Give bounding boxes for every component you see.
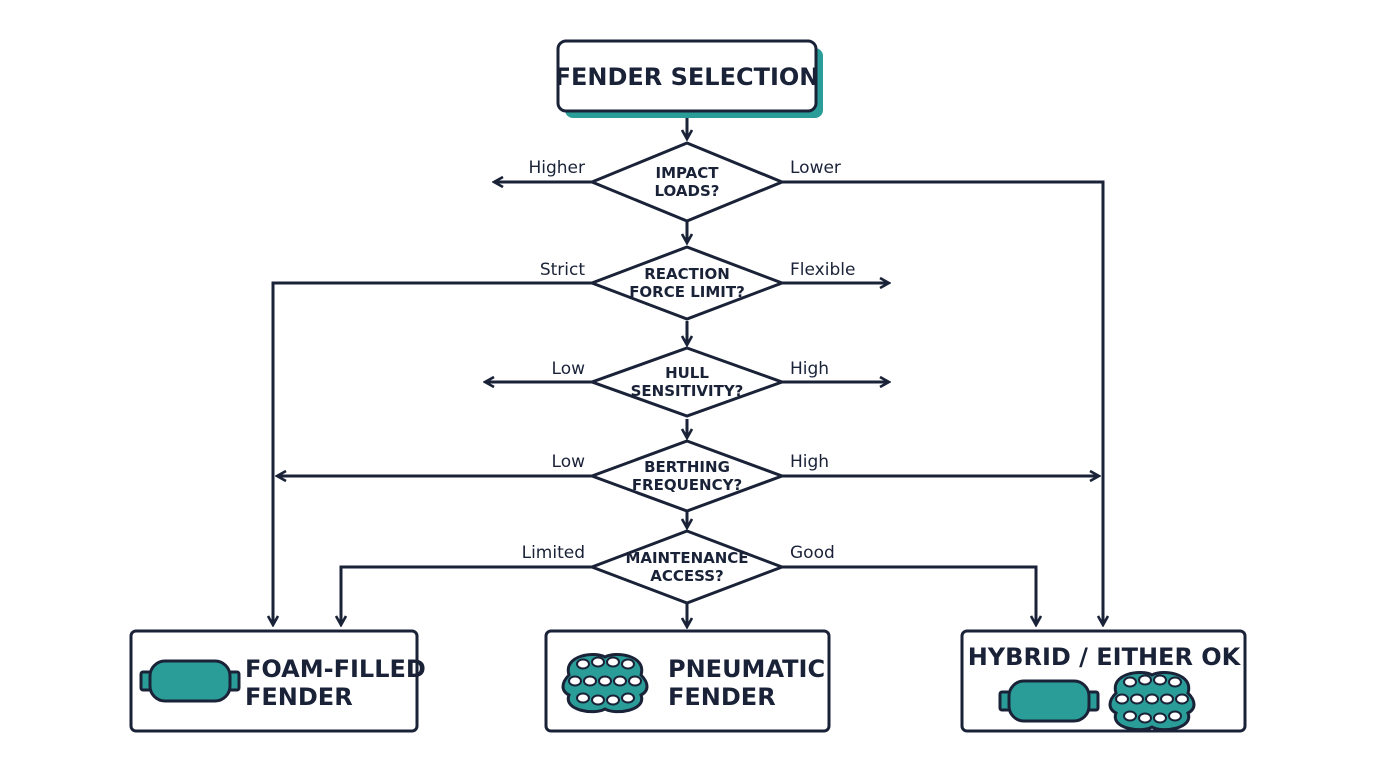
- label-reaction-strict: Strict: [540, 260, 586, 280]
- decision-berthing: BERTHING FREQUENCY? Low High: [552, 439, 829, 513]
- label-berthing-high: High: [790, 452, 829, 472]
- outcome-foam-filled: FOAM-FILLED FENDER: [129, 629, 426, 733]
- outcome-pneumatic: PNEUMATIC FENDER: [544, 629, 831, 733]
- pneumatic-fender-icon: [1108, 670, 1196, 732]
- outcome-pneumatic-line1: PNEUMATIC: [668, 655, 825, 683]
- label-berthing-low: Low: [552, 452, 586, 472]
- decision-reaction-line2: FORCE LIMIT?: [629, 283, 745, 301]
- label-hull-high: High: [790, 359, 829, 379]
- decision-berthing-line1: BERTHING: [644, 458, 730, 476]
- decision-reaction: REACTION FORCE LIMIT? Strict Flexible: [540, 245, 855, 321]
- decision-berthing-line2: FREQUENCY?: [632, 476, 742, 494]
- decision-hull: HULL SENSITIVITY? Low High: [552, 346, 829, 418]
- label-maintenance-limited: Limited: [522, 543, 585, 563]
- pneumatic-fender-icon: [561, 652, 649, 714]
- connectors: [273, 111, 1103, 627]
- decision-impact-line1: IMPACT: [656, 164, 720, 182]
- decision-berthing-diamond: [587, 439, 787, 513]
- decision-hull-line1: HULL: [665, 364, 709, 382]
- decision-hull-line2: SENSITIVITY?: [631, 382, 744, 400]
- outcome-pneumatic-line2: FENDER: [668, 683, 776, 711]
- decision-maintenance-line2: ACCESS?: [650, 567, 724, 585]
- decision-reaction-line1: REACTION: [644, 265, 730, 283]
- title-node-text: FENDER SELECTION: [555, 63, 820, 91]
- title-node-box: [556, 39, 818, 113]
- edge-reaction-strict: [273, 281, 592, 625]
- outcome-foam-filled-box: [129, 629, 419, 733]
- title-node: FENDER SELECTION: [555, 39, 823, 118]
- edge-maintenance-limited: [341, 565, 592, 625]
- decision-reaction-diamond: [587, 245, 787, 321]
- decision-maintenance-diamond: [587, 529, 787, 605]
- outcome-foam-filled-line1: FOAM-FILLED: [245, 655, 426, 683]
- decision-hull-diamond: [587, 346, 787, 418]
- decision-maintenance-line1: MAINTENANCE: [625, 549, 748, 567]
- outcome-foam-filled-line2: FENDER: [245, 683, 353, 711]
- label-impact-higher: Higher: [528, 158, 585, 178]
- outcome-hybrid: HYBRID / EITHER OK: [960, 629, 1247, 733]
- foam-fender-icon: [998, 679, 1100, 723]
- decision-impact-line2: LOADS?: [655, 182, 720, 200]
- decision-impact-diamond: [588, 141, 786, 223]
- label-reaction-flexible: Flexible: [790, 260, 855, 280]
- edge-maintenance-good: [782, 565, 1036, 625]
- decision-maintenance: MAINTENANCE ACCESS? Limited Good: [522, 529, 835, 605]
- edge-impact-lower: [782, 180, 1103, 625]
- label-impact-lower: Lower: [790, 158, 841, 178]
- label-hull-low: Low: [552, 359, 586, 379]
- label-maintenance-good: Good: [790, 543, 835, 563]
- outcome-hybrid-line1: HYBRID / EITHER OK: [968, 643, 1242, 671]
- foam-fender-icon: [139, 659, 241, 703]
- decision-impact: IMPACT LOADS? Higher Lower: [528, 141, 841, 223]
